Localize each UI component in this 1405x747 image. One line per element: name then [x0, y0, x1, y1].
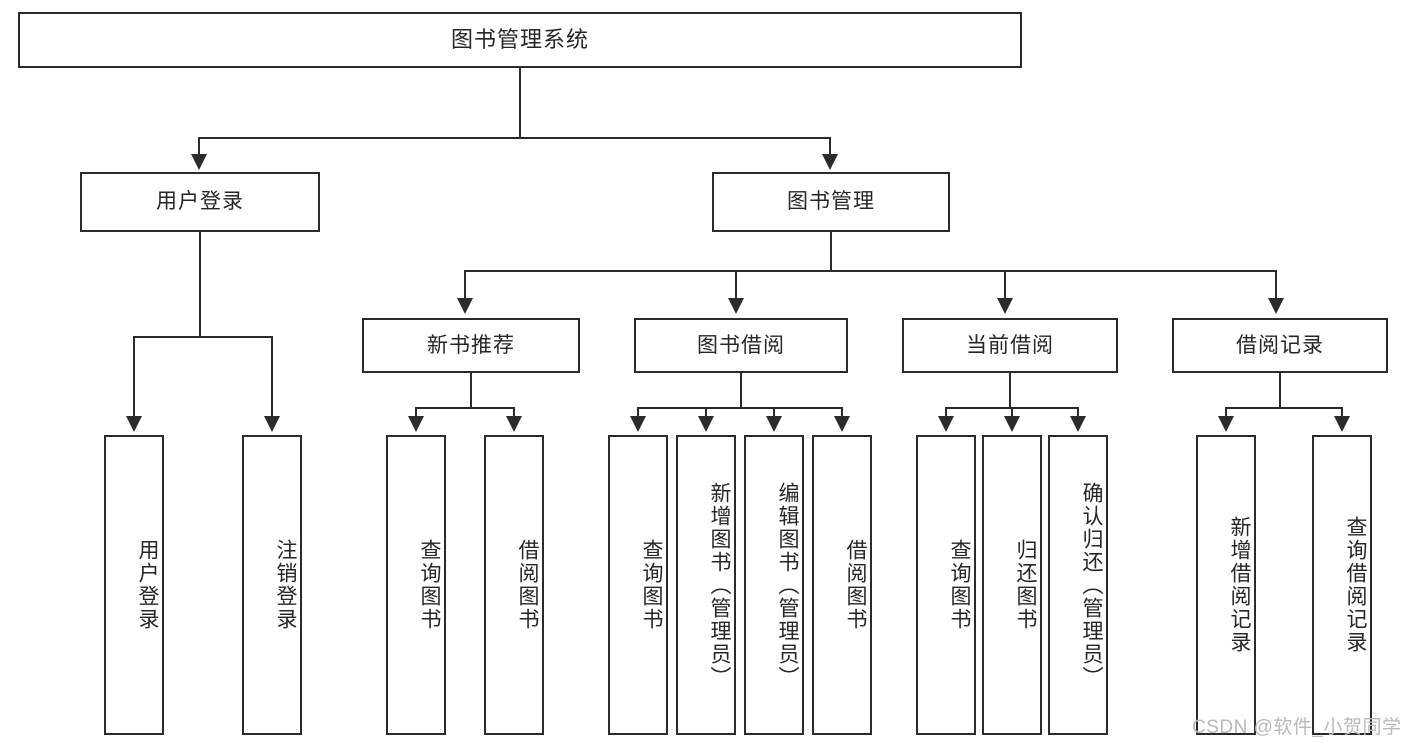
node-label: 新增图书（管理员）	[708, 481, 731, 689]
node-leaf-add-book[interactable]: 新增图书（管理员）	[676, 435, 736, 735]
node-label: 确认归还（管理员）	[1080, 481, 1103, 689]
node-label: 查询图书	[418, 539, 441, 631]
node-label: 借阅图书	[844, 539, 867, 631]
edge-book-borrow-to-leaf-2	[705, 407, 707, 418]
arrow-book-manage-to-current-borrow	[997, 298, 1013, 314]
arrow-borrow-record-to-leaf-1	[1218, 416, 1234, 432]
node-leaf-query-book-1[interactable]: 查询图书	[386, 435, 446, 735]
edge-root-to-user-login	[198, 137, 200, 156]
edge-book-manage-to-borrow-record	[1275, 270, 1277, 300]
edge-user-login-stem	[199, 232, 201, 337]
node-book-manage[interactable]: 图书管理	[712, 172, 950, 232]
edge-new-book-stem	[470, 373, 472, 408]
csdn-watermark: CSDN @软件_小贺同学	[1192, 717, 1402, 738]
edge-user-login-bus	[133, 336, 272, 338]
edge-borrow-record-stem	[1279, 373, 1281, 408]
arrow-borrow-record-to-leaf-2	[1334, 416, 1350, 432]
node-label: 图书管理系统	[450, 26, 589, 52]
edge-book-borrow-stem	[740, 373, 742, 408]
arrow-user-login-to-leaf-2	[264, 416, 280, 432]
edge-current-borrow-stem	[1009, 373, 1011, 408]
edge-book-manage-bus	[464, 270, 1276, 272]
edge-current-borrow-to-leaf-2	[1011, 407, 1013, 418]
node-leaf-borrow-book-1[interactable]: 借阅图书	[484, 435, 544, 735]
edge-new-book-to-leaf-1	[415, 407, 417, 418]
arrow-book-borrow-to-leaf-2	[698, 416, 714, 432]
edge-book-borrow-to-leaf-4	[841, 407, 843, 418]
edge-user-login-to-leaf-1	[133, 336, 135, 418]
edge-book-manage-to-current-borrow	[1004, 270, 1006, 300]
node-label: 编辑图书（管理员）	[776, 481, 799, 689]
node-leaf-logout[interactable]: 注销登录	[242, 435, 302, 735]
node-label: 图书管理	[787, 190, 875, 214]
node-new-book-recommend[interactable]: 新书推荐	[362, 318, 580, 373]
node-leaf-return-book[interactable]: 归还图书	[982, 435, 1042, 735]
node-label: 查询图书	[948, 539, 971, 631]
node-leaf-user-login[interactable]: 用户登录	[104, 435, 164, 735]
edge-borrow-record-to-leaf-2	[1341, 407, 1343, 418]
edge-borrow-record-to-leaf-1	[1225, 407, 1227, 418]
arrow-book-manage-to-borrow-record	[1268, 298, 1284, 314]
node-leaf-edit-book[interactable]: 编辑图书（管理员）	[744, 435, 804, 735]
arrow-current-borrow-to-leaf-1	[938, 416, 954, 432]
node-label: 新书推荐	[427, 333, 515, 357]
arrow-current-borrow-to-leaf-3	[1070, 416, 1086, 432]
edge-current-borrow-to-leaf-3	[1077, 407, 1079, 418]
arrow-user-login-to-leaf-1	[126, 416, 142, 432]
edge-book-borrow-to-leaf-3	[773, 407, 775, 418]
edge-book-manage-stem	[830, 232, 832, 271]
node-label: 用户登录	[156, 190, 244, 214]
node-current-borrow[interactable]: 当前借阅	[902, 318, 1118, 373]
edge-book-borrow-bus	[637, 407, 842, 409]
arrow-root-to-user-login	[191, 154, 207, 170]
arrow-book-manage-to-new-book	[457, 298, 473, 314]
edge-new-book-to-leaf-2	[513, 407, 515, 418]
node-leaf-query-book-2[interactable]: 查询图书	[608, 435, 668, 735]
node-label: 归还图书	[1014, 539, 1037, 631]
arrow-book-borrow-to-leaf-4	[834, 416, 850, 432]
node-label: 查询图书	[640, 539, 663, 631]
node-label: 查询借阅记录	[1344, 516, 1367, 654]
edge-book-manage-to-book-borrow	[735, 270, 737, 300]
arrow-new-book-to-leaf-1	[408, 416, 424, 432]
node-label: 注销登录	[274, 539, 297, 631]
node-label: 图书借阅	[697, 333, 785, 357]
arrow-book-borrow-to-leaf-1	[630, 416, 646, 432]
arrow-book-borrow-to-leaf-3	[766, 416, 782, 432]
node-label: 当前借阅	[966, 333, 1054, 357]
arrow-book-manage-to-book-borrow	[728, 298, 744, 314]
arrow-new-book-to-leaf-2	[506, 416, 522, 432]
node-leaf-borrow-book-2[interactable]: 借阅图书	[812, 435, 872, 735]
edge-root-stem	[519, 68, 521, 138]
arrow-current-borrow-to-leaf-2	[1004, 416, 1020, 432]
edge-book-manage-to-new-book	[464, 270, 466, 300]
edge-current-borrow-to-leaf-1	[945, 407, 947, 418]
node-user-login[interactable]: 用户登录	[80, 172, 320, 232]
edge-root-to-book-manage	[829, 137, 831, 156]
node-label: 借阅记录	[1236, 333, 1324, 357]
node-root-system[interactable]: 图书管理系统	[18, 12, 1022, 68]
node-leaf-add-record[interactable]: 新增借阅记录	[1196, 435, 1256, 735]
node-label: 新增借阅记录	[1228, 516, 1251, 654]
edge-new-book-bus	[415, 407, 514, 409]
node-label: 借阅图书	[516, 539, 539, 631]
node-leaf-query-book-3[interactable]: 查询图书	[916, 435, 976, 735]
node-label: 用户登录	[136, 539, 159, 631]
edge-book-borrow-to-leaf-1	[637, 407, 639, 418]
edge-root-bus	[198, 137, 830, 139]
arrow-root-to-book-manage	[822, 154, 838, 170]
node-book-borrow[interactable]: 图书借阅	[634, 318, 848, 373]
node-leaf-query-record[interactable]: 查询借阅记录	[1312, 435, 1372, 735]
node-leaf-confirm-return[interactable]: 确认归还（管理员）	[1048, 435, 1108, 735]
edge-borrow-record-bus	[1225, 407, 1342, 409]
node-borrow-record[interactable]: 借阅记录	[1172, 318, 1388, 373]
edge-user-login-to-leaf-2	[271, 336, 273, 418]
